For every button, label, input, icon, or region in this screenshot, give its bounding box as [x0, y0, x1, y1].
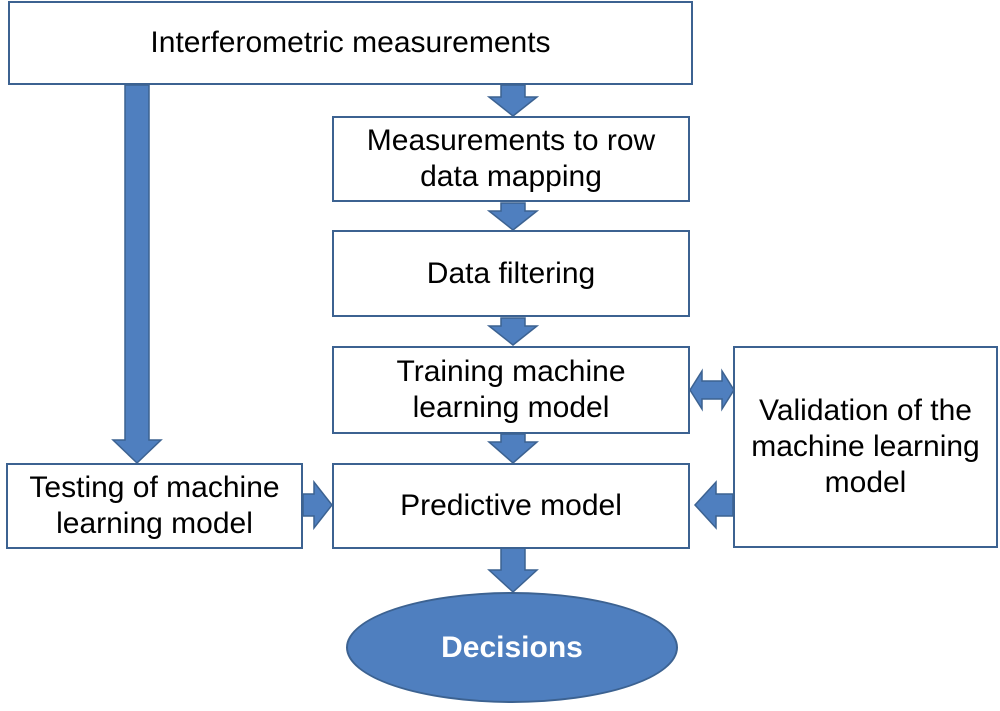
node-decisions: Decisions	[346, 592, 678, 703]
node-testing-model: Testing of machine learning model	[6, 463, 303, 549]
arrow-predictive-to-decisions	[487, 547, 539, 594]
node-interferometric-measurements: Interferometric measurements	[8, 1, 693, 85]
node-testing-label: Testing of machine learning model	[29, 471, 280, 540]
arrow-testing-to-predictive	[302, 479, 333, 531]
node-interferometric-label: Interferometric measurements	[150, 26, 551, 59]
node-validation-label: Validation of the machine learning model	[751, 394, 980, 499]
node-filtering-label: Data filtering	[426, 256, 596, 290]
arrow-validation-to-predictive	[693, 480, 734, 530]
node-mapping-label: Measurements to row data mapping	[366, 124, 656, 193]
arrow-training-validation-bidirectional	[689, 368, 735, 412]
node-training-model: Training machine learning model	[332, 346, 690, 434]
node-decisions-label: Decisions	[441, 630, 583, 664]
node-predictive-label: Predictive model	[400, 489, 622, 522]
arrow-interferometric-to-mapping	[486, 84, 540, 117]
arrow-training-to-predictive	[487, 433, 539, 464]
node-data-filtering: Data filtering	[332, 230, 690, 317]
node-validation-model: Validation of the machine learning model	[733, 346, 998, 548]
node-predictive-model: Predictive model	[332, 463, 690, 549]
node-measurements-mapping: Measurements to row data mapping	[332, 116, 690, 202]
node-training-label: Training machine learning model	[396, 355, 626, 424]
arrow-filtering-to-training	[486, 317, 540, 346]
arrow-mapping-to-filtering	[486, 202, 540, 231]
arrow-interferometric-to-testing	[111, 84, 163, 465]
